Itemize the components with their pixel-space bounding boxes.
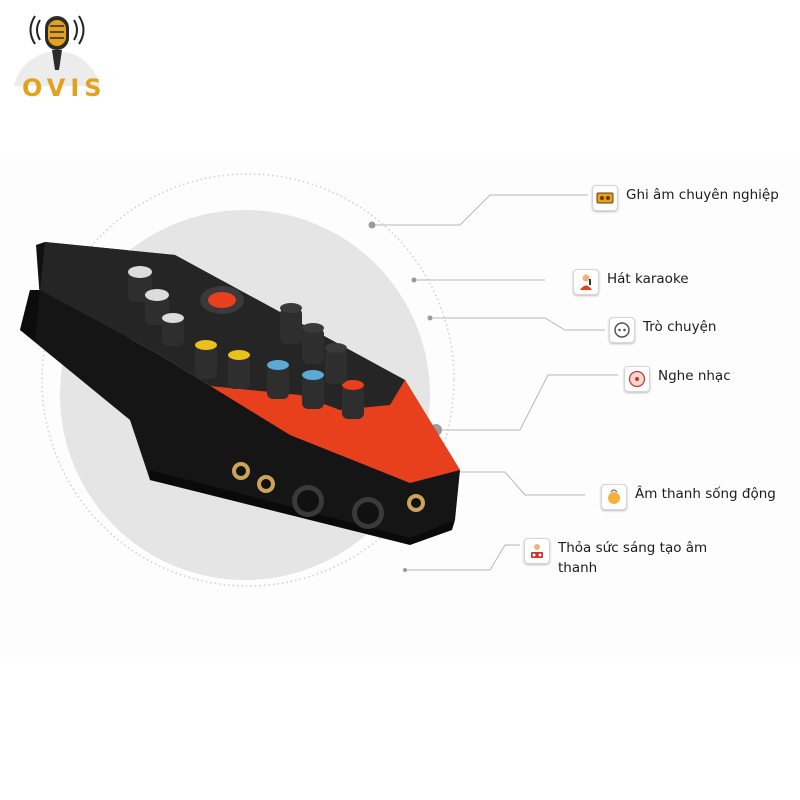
outer-dotted-circle: [41, 173, 455, 587]
feature-chat: Trò chuyện: [609, 317, 716, 343]
feature-label: Âm thanh sống động: [635, 486, 776, 502]
feature-label: Thỏa sức sáng tạo âm thanh: [558, 540, 708, 576]
feature-creative-sound: Thỏa sức sáng tạo âm thanh: [524, 538, 748, 578]
ovis-logo: OVIS: [10, 8, 105, 103]
feature-label: Nghe nhạc: [658, 368, 731, 384]
feature-recording: Ghi âm chuyên nghiệp: [592, 185, 779, 211]
feature-label: Ghi âm chuyên nghiệp: [626, 187, 779, 203]
feature-music: Nghe nhạc: [624, 366, 731, 392]
chat-icon: [609, 317, 635, 343]
sound-card-mixer: [20, 242, 460, 545]
connector-lines: [372, 194, 618, 571]
dj-icon: [524, 538, 550, 564]
microphone-logo-icon: [14, 15, 100, 86]
feature-label: Hát karaoke: [607, 271, 689, 287]
music-disc-icon: [624, 366, 650, 392]
singer-icon: [573, 269, 599, 295]
brand-name: OVIS: [22, 74, 107, 102]
feature-label: Trò chuyện: [643, 319, 717, 335]
feature-karaoke: Hát karaoke: [573, 269, 689, 295]
feature-vivid-sound: Âm thanh sống động: [601, 484, 776, 510]
cassette-tape-icon: [592, 185, 618, 211]
sound-wave-icon: [601, 484, 627, 510]
